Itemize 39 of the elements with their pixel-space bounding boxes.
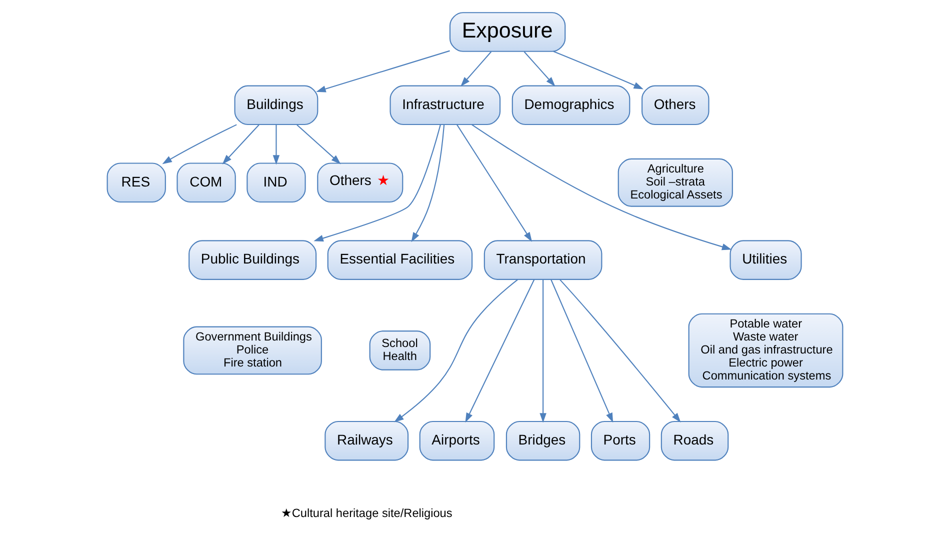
arrow (222, 124, 260, 164)
arrow (465, 279, 535, 423)
arrow (314, 124, 441, 242)
node-box: Transportation (484, 240, 602, 280)
arrow (553, 50, 644, 90)
arrow (550, 279, 614, 423)
node-box: Essential Facilities (327, 240, 473, 280)
node-box: Utilities (730, 240, 802, 280)
node-box: IND (246, 162, 306, 203)
node-box: School Health (369, 330, 431, 370)
arrow (272, 124, 280, 165)
node-box: Ports (590, 420, 650, 461)
node-box: Infrastructure (390, 85, 501, 126)
arrow (394, 279, 518, 422)
node-box: Agriculture Soil –strata Ecological Assets (618, 158, 733, 207)
arrow (559, 279, 681, 422)
node-box: Roads (660, 420, 729, 461)
node-box: Bridges (506, 420, 580, 461)
node-box: Demographics (512, 85, 630, 126)
arrow (460, 51, 492, 87)
node-box: Public Buildings (188, 240, 317, 280)
arrow (540, 280, 546, 423)
arrow (296, 124, 341, 164)
arrow (456, 124, 532, 242)
node-box: Exposure (449, 12, 566, 52)
arrow (162, 124, 237, 164)
node-box: Potable water Waste water Oil and gas infrastructure Electric power Communication systems (688, 313, 844, 388)
arrow (316, 50, 450, 92)
node-box: RES (106, 162, 166, 203)
node-box: Buildings (234, 85, 318, 126)
node-box: Others (642, 85, 710, 126)
label: ★Cultural heritage site/Religious (280, 506, 452, 520)
node-box: Government Buildings Police Fire station (183, 326, 322, 375)
node-box: COM (176, 162, 236, 203)
node-box: Airports (419, 420, 495, 461)
arrow (524, 51, 556, 87)
arrow (411, 124, 445, 242)
node-box: Others ★ (317, 162, 404, 203)
node-box: Railways (324, 420, 409, 461)
